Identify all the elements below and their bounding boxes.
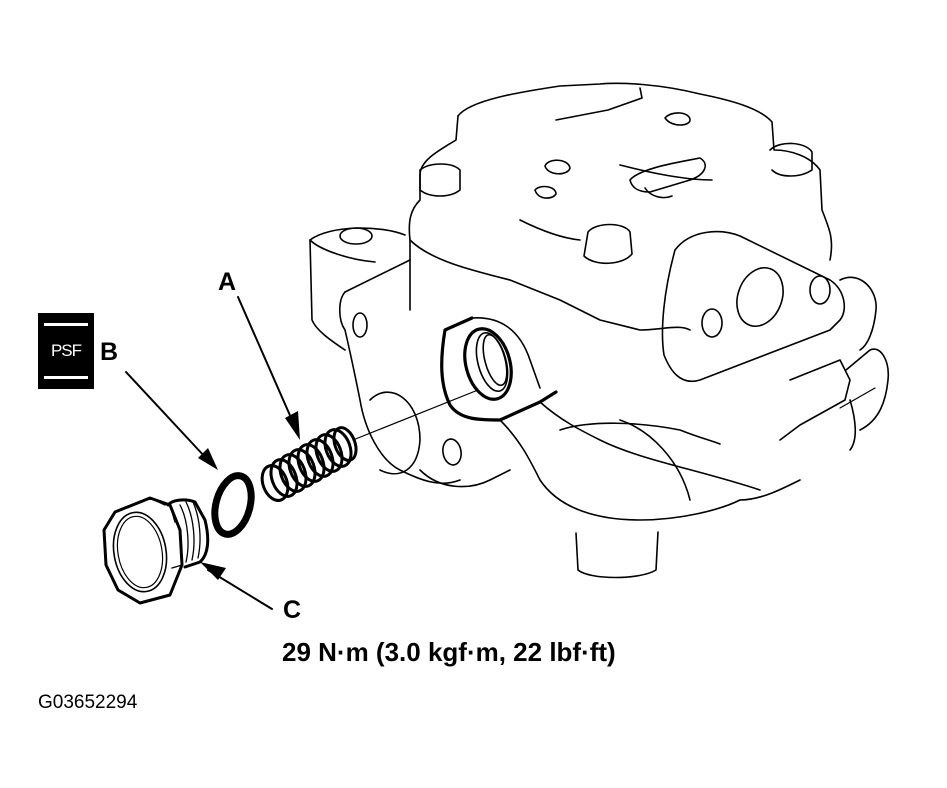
torque-spec: 29 N·m (3.0 kgf·m, 22 lbf·ft): [282, 637, 616, 667]
psf-fluid-badge: PSF: [38, 313, 94, 389]
spring-part-a: [260, 426, 358, 502]
left-port-housing: [309, 227, 511, 488]
badge-bar-top: [44, 323, 88, 326]
plug-bolt-part-c: [102, 496, 210, 605]
badge-bar-bottom: [44, 376, 88, 379]
pump-body: [408, 82, 833, 331]
label-a: A: [218, 268, 237, 296]
arrow-a: [237, 296, 293, 421]
o-ring-part-b: [211, 472, 255, 538]
right-flange: [661, 230, 890, 451]
psf-badge-text: PSF: [50, 341, 82, 360]
lower-body: [499, 359, 851, 579]
alignment-line: [352, 389, 479, 441]
figure-id: G03652294: [38, 692, 138, 713]
label-b: B: [100, 338, 119, 366]
arrow-b: [125, 371, 207, 459]
threaded-port: [440, 316, 558, 422]
leader-arrows: [125, 296, 300, 610]
label-c: C: [283, 596, 302, 624]
